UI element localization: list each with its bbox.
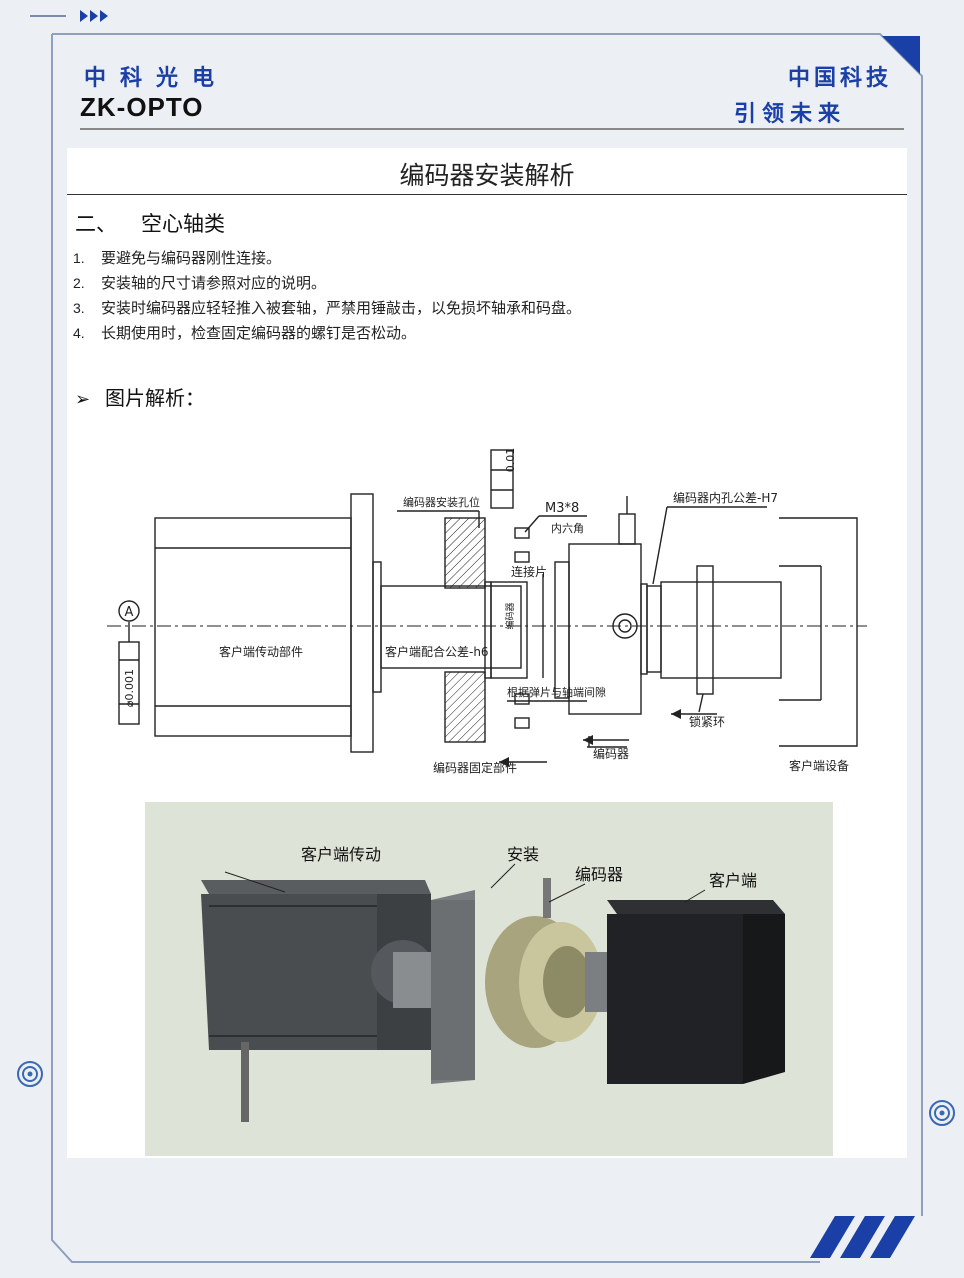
label-fix-part: 编码器固定部件 <box>433 760 517 775</box>
list-item: 3.安装时编码器应轻轻推入被套轴，严禁用锤敲击，以免损坏轴承和码盘。 <box>73 299 582 317</box>
label-gap-note: 根据弹片与轴端间隙 <box>507 685 606 699</box>
subheading-text: 图片解析： <box>105 386 205 410</box>
arrow-bullet-icon: ➢ <box>75 389 91 410</box>
label-encoder-lead: 编码器 <box>504 602 516 629</box>
document-title: 编码器安装解析 <box>399 161 575 190</box>
assembly-render-graphic: 客户端传动 安装 编码器 客户端 <box>201 845 785 1122</box>
runout-value: ⌀0.001 <box>123 669 136 707</box>
label-client-device: 客户端设备 <box>789 758 849 773</box>
label-hex: 内六角 <box>551 521 584 535</box>
section-number: 二、 <box>75 212 117 236</box>
label-mount-hole: 编码器安装孔位 <box>403 495 480 509</box>
datum-label: A <box>125 605 134 620</box>
render-label-encoder: 编码器 <box>575 865 623 884</box>
label-bore-tolerance: 编码器内孔公差-H7 <box>673 490 778 505</box>
list-item: 2.安装轴的尺寸请参照对应的说明。 <box>73 274 327 292</box>
flatness-value: 0.01 <box>504 448 517 473</box>
render-label-client: 客户端 <box>709 871 757 890</box>
right-target-icon <box>929 1100 955 1126</box>
installation-drawing: A ⌀0.001 0.01 编码器安装孔位 M3*8 内六角 编码器内孔公差-H… <box>107 448 867 775</box>
document-sheet: 编码器安装解析 二、空心轴类 1.要避免与编码器刚性连接。 2.安装轴的尺寸请参… <box>67 148 907 1158</box>
label-lock-ring: 锁紧环 <box>689 714 725 729</box>
list-item: 1.要避免与编码器刚性连接。 <box>73 249 282 267</box>
slogan-line-1: 中国科技 <box>787 65 892 91</box>
render-label-drive: 客户端传动 <box>301 845 381 864</box>
assembly-render: 客户端传动 安装 编码器 客户端 <box>145 802 833 1156</box>
slogan-line-2: 引领未来 <box>733 101 846 127</box>
section-heading: 二、空心轴类 <box>75 208 225 238</box>
render-label-mount: 安装 <box>507 845 539 864</box>
instruction-list: 1.要避免与编码器刚性连接。 2.安装轴的尺寸请参照对应的说明。 3.安装时编码… <box>73 246 581 346</box>
list-item: 4.长期使用时，检查固定编码器的螺钉是否松动。 <box>73 324 417 342</box>
left-target-icon <box>17 1061 43 1087</box>
label-encoder: 编码器 <box>593 746 629 761</box>
brand-chinese: 中科光电 <box>84 65 229 91</box>
brand-english: ZK-OPTO <box>80 92 204 122</box>
header-divider <box>80 128 904 130</box>
label-shaft-tolerance: 客户端配合公差-h6 <box>385 644 489 659</box>
title-divider <box>67 194 907 195</box>
section-title: 空心轴类 <box>141 212 225 236</box>
label-screw: M3*8 <box>545 501 579 516</box>
subheading: ➢ 图片解析： <box>75 382 205 411</box>
label-connector: 连接片 <box>511 564 547 579</box>
label-drive-part: 客户端传动部件 <box>219 644 303 659</box>
